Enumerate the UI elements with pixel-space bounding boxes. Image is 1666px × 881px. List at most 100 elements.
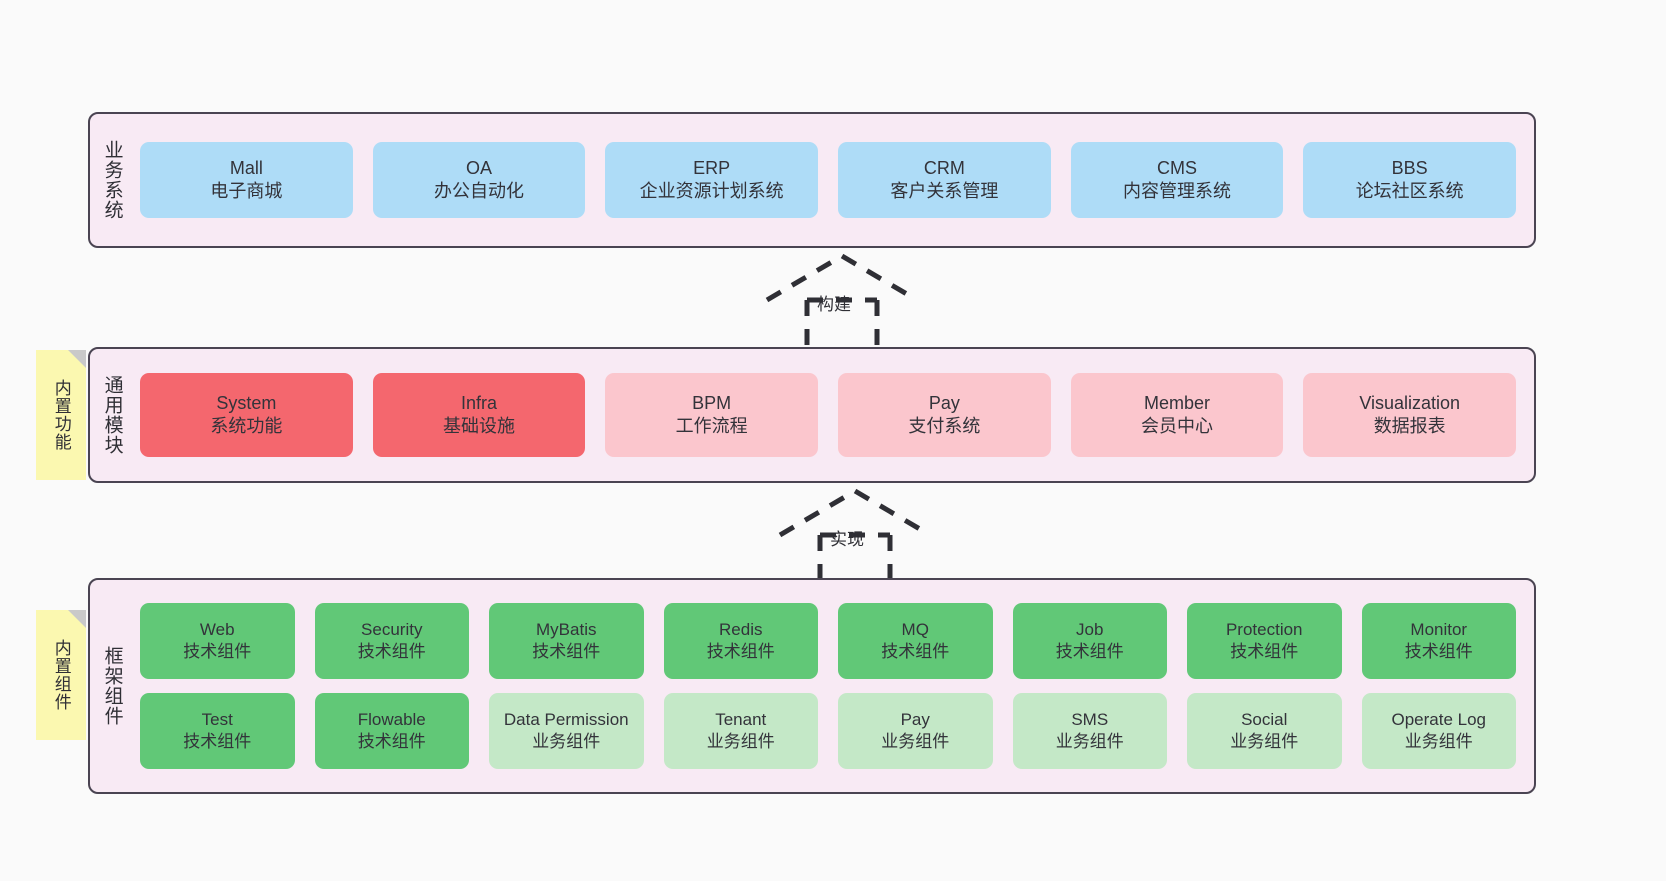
card-title: Monitor <box>1410 620 1468 640</box>
card-title: Member <box>1144 392 1211 413</box>
card-title: Visualization <box>1359 392 1461 413</box>
card-subtitle: 技术组件 <box>183 732 252 751</box>
card-title: Pay <box>900 710 930 730</box>
card-subtitle: 办公自动化 <box>434 181 524 201</box>
note-built-in-components[interactable]: 内置组件 <box>36 610 86 740</box>
card-job[interactable]: Job 技术组件 <box>1012 603 1167 679</box>
card-title: Social <box>1241 710 1288 730</box>
card-title: Job <box>1076 620 1104 640</box>
layer-business-systems: 业务系统 Mall 电子商城 OA 办公自动化 ERP 企业资源计划系统 CRM… <box>88 112 1536 248</box>
card-title: BBS <box>1391 157 1428 178</box>
card-subtitle: 内容管理系统 <box>1123 181 1232 201</box>
card-monitor[interactable]: Monitor 技术组件 <box>1361 603 1516 679</box>
card-title: Test <box>201 710 233 730</box>
page-fold-icon <box>68 610 86 628</box>
connector-implement: 实现 <box>768 487 943 583</box>
card-subtitle: 业务组件 <box>1055 732 1124 751</box>
card-oa[interactable]: OA 办公自动化 <box>372 142 586 218</box>
card-title: Flowable <box>357 710 426 730</box>
connector-implement-label: 实现 <box>830 530 864 549</box>
card-infra[interactable]: Infra 基础设施 <box>372 373 586 457</box>
layer-framework-components: 框架组件 Web 技术组件 Security 技术组件 MyBatis 技术组件… <box>88 578 1536 794</box>
card-subtitle: 技术组件 <box>357 732 426 751</box>
card-title: Web <box>199 620 235 640</box>
layer-title-framework-components: 框架组件 <box>101 646 123 726</box>
card-pay-component[interactable]: Pay 业务组件 <box>838 693 993 769</box>
card-tenant[interactable]: Tenant 业务组件 <box>663 693 818 769</box>
page-fold-icon <box>68 350 86 368</box>
card-operate-log[interactable]: Operate Log 业务组件 <box>1361 693 1516 769</box>
card-subtitle: 数据报表 <box>1373 416 1446 436</box>
card-title: CRM <box>923 157 965 178</box>
card-title: Security <box>361 620 423 640</box>
note-built-in-functions[interactable]: 内置功能 <box>36 350 86 480</box>
card-subtitle: 技术组件 <box>1055 642 1124 661</box>
card-sms[interactable]: SMS 业务组件 <box>1012 693 1167 769</box>
card-subtitle: 工作流程 <box>675 416 748 436</box>
card-test[interactable]: Test 技术组件 <box>140 693 295 769</box>
layer-title-business-systems: 业务系统 <box>101 140 123 220</box>
card-subtitle: 基础设施 <box>443 416 515 436</box>
card-title: Protection <box>1225 620 1303 640</box>
card-subtitle: 支付系统 <box>908 416 981 436</box>
generalization-arrow-icon <box>765 253 919 348</box>
card-mall[interactable]: Mall 电子商城 <box>140 142 353 218</box>
card-subtitle: 企业资源计划系统 <box>639 181 784 201</box>
card-bpm[interactable]: BPM 工作流程 <box>605 373 819 457</box>
card-title: Infra <box>460 392 498 413</box>
card-subtitle: 会员中心 <box>1141 416 1214 436</box>
note-text: 内置功能 <box>51 379 71 451</box>
card-subtitle: 业务组件 <box>532 732 601 751</box>
card-subtitle: 客户关系管理 <box>890 181 999 201</box>
card-title: Tenant <box>715 710 767 730</box>
card-system[interactable]: System 系统功能 <box>140 373 353 457</box>
card-title: Operate Log <box>1391 710 1486 730</box>
card-security[interactable]: Security 技术组件 <box>314 603 469 679</box>
card-crm[interactable]: CRM 客户关系管理 <box>838 142 1051 218</box>
card-title: MyBatis <box>536 620 597 640</box>
connector-build-label: 构建 <box>817 295 851 314</box>
card-flowable[interactable]: Flowable 技术组件 <box>314 693 469 769</box>
card-title: SMS <box>1071 710 1109 730</box>
card-subtitle: 电子商城 <box>210 181 283 201</box>
layer-title-common-modules: 通用模块 <box>101 375 123 455</box>
card-title: CMS <box>1157 157 1198 178</box>
layer-common-modules: 通用模块 System 系统功能 Infra 基础设施 BPM 工作流程 Pay… <box>88 347 1536 483</box>
card-cms[interactable]: CMS 内容管理系统 <box>1070 142 1284 218</box>
card-subtitle: 技术组件 <box>1404 642 1473 661</box>
card-subtitle: 系统功能 <box>210 416 283 436</box>
card-title: Mall <box>229 157 263 178</box>
card-subtitle: 技术组件 <box>183 642 252 661</box>
card-mq[interactable]: MQ 技术组件 <box>838 603 993 679</box>
card-subtitle: 技术组件 <box>357 642 426 661</box>
card-social[interactable]: Social 业务组件 <box>1187 693 1342 769</box>
card-subtitle: 业务组件 <box>706 732 775 751</box>
card-row: Test 技术组件 Flowable 技术组件 Data Permission … <box>140 693 1516 769</box>
card-bbs[interactable]: BBS 论坛社区系统 <box>1303 142 1517 218</box>
card-erp[interactable]: ERP 企业资源计划系统 <box>605 142 819 218</box>
card-protection[interactable]: Protection 技术组件 <box>1187 603 1342 679</box>
card-title: OA <box>466 157 493 178</box>
card-data-permission[interactable]: Data Permission 业务组件 <box>489 693 644 769</box>
card-redis[interactable]: Redis 技术组件 <box>663 603 818 679</box>
card-mybatis[interactable]: MyBatis 技术组件 <box>489 603 644 679</box>
card-web[interactable]: Web 技术组件 <box>140 603 295 679</box>
card-subtitle: 技术组件 <box>706 642 775 661</box>
card-subtitle: 技术组件 <box>1230 642 1299 661</box>
card-subtitle: 业务组件 <box>1404 732 1473 751</box>
layer-business-systems-cards: Mall 电子商城 OA 办公自动化 ERP 企业资源计划系统 CRM 客户关系… <box>134 114 1534 246</box>
card-title: ERP <box>693 157 731 178</box>
card-row: System 系统功能 Infra 基础设施 BPM 工作流程 Pay 支付系统… <box>140 373 1517 457</box>
generalization-arrow-icon <box>778 488 932 583</box>
card-subtitle: 业务组件 <box>881 732 950 751</box>
card-row: Web 技术组件 Security 技术组件 MyBatis 技术组件 Redi… <box>140 603 1516 679</box>
card-title: Data Permission <box>503 710 629 730</box>
card-row: Mall 电子商城 OA 办公自动化 ERP 企业资源计划系统 CRM 客户关系… <box>140 142 1517 218</box>
card-subtitle: 技术组件 <box>532 642 601 661</box>
card-pay-module[interactable]: Pay 支付系统 <box>838 373 1051 457</box>
card-title: Redis <box>719 620 763 640</box>
card-member[interactable]: Member 会员中心 <box>1070 373 1284 457</box>
card-visualization[interactable]: Visualization 数据报表 <box>1303 373 1517 457</box>
card-subtitle: 技术组件 <box>881 642 950 661</box>
card-title: BPM <box>692 392 732 413</box>
